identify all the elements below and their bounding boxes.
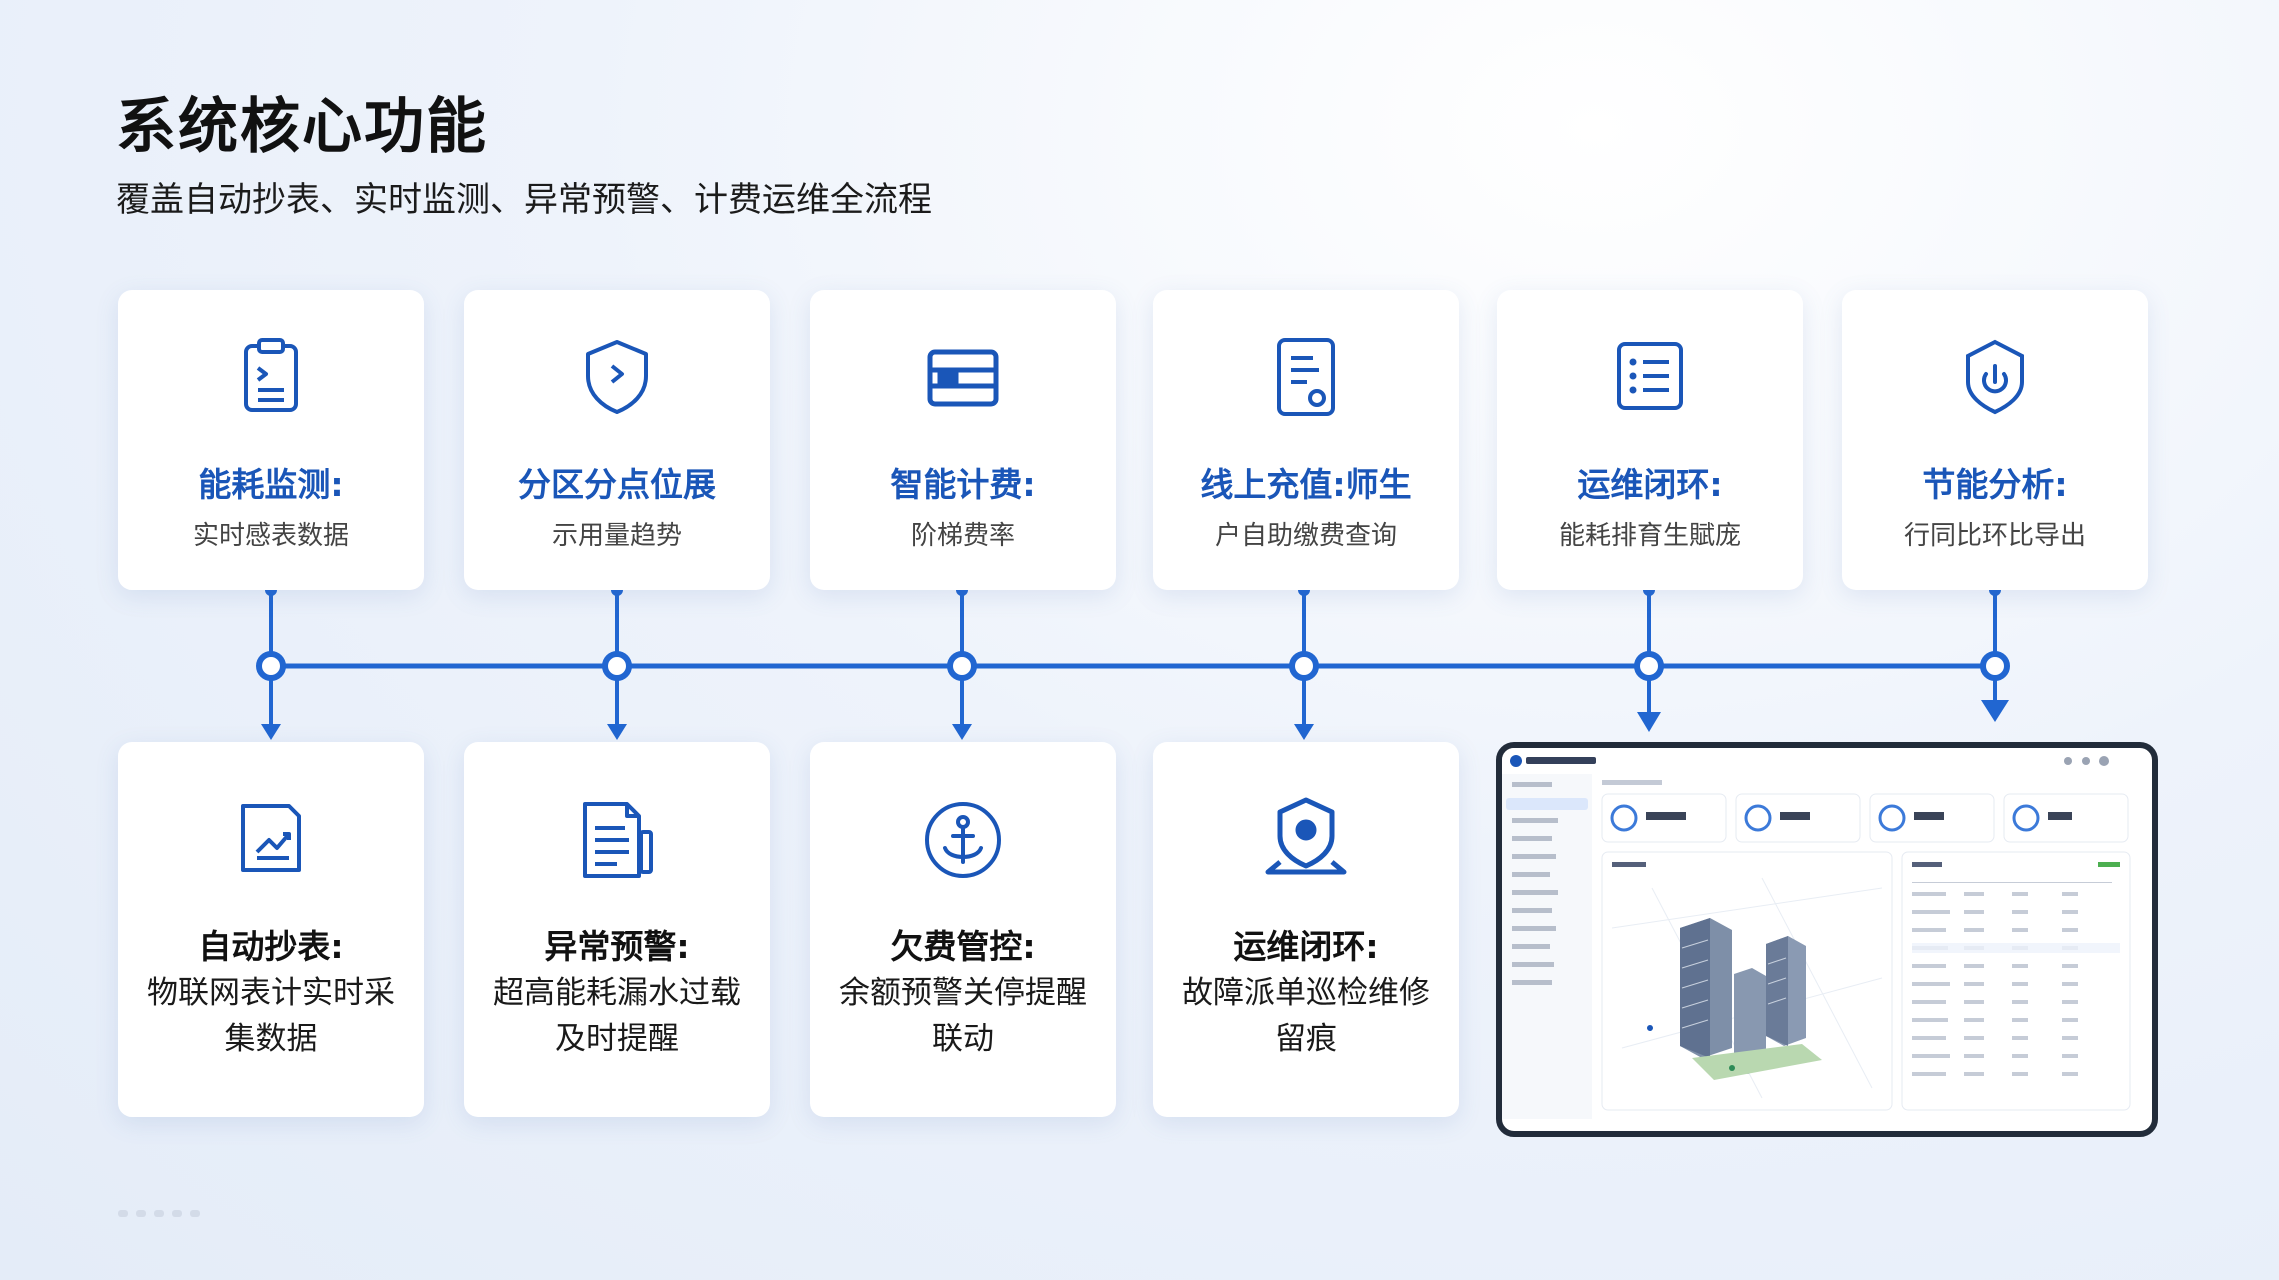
card-desc: 实时感表数据 (192, 521, 349, 551)
feature-card-ops-loop-top[interactable]: 运维闭环: 能耗排育生賦庞 (1497, 290, 1803, 590)
card-title: 运维闭环: (1233, 927, 1379, 966)
feature-card-zone-display[interactable]: 分区分点位展 示用量趋势 (464, 290, 770, 590)
card-desc: 超高能耗漏水过载及时提醒 (493, 975, 741, 1057)
feature-card-energy-monitoring[interactable]: 能耗监测: 实时感表数据 (118, 290, 424, 590)
anchor-icon (925, 802, 1001, 878)
feature-card-arrears-control[interactable]: 欠费管控: 余额预警关停提醒联动 (810, 742, 1116, 1117)
location-pin-icon (1265, 797, 1347, 875)
card-title: 分区分点位展 (518, 465, 716, 504)
feature-card-smart-billing[interactable]: 智能计费: 阶梯费率 (810, 290, 1116, 590)
card-desc: 能耗排育生賦庞 (1558, 521, 1741, 551)
card-title: 线上充值:师生 (1200, 465, 1412, 504)
card-title: 智能计费: (890, 465, 1036, 504)
card-desc: 行同比环比导出 (1903, 521, 2086, 551)
feature-card-ops-loop[interactable]: 运维闭环: 故障派单巡检维修留痕 (1153, 742, 1459, 1117)
card-title: 欠费管控: (890, 927, 1036, 966)
card-desc: 阶梯费率 (910, 521, 1015, 551)
chart-doc-icon (241, 804, 301, 872)
shield-icon (586, 340, 648, 414)
dashboard-preview (1496, 742, 2158, 1137)
card-desc: 故障派单巡检维修留痕 (1182, 975, 1430, 1057)
card-title: 节能分析: (1922, 465, 2068, 504)
page-subtitle: 覆盖自动抄表、实时监测、异常预警、计费运维全流程 (116, 180, 932, 220)
power-shield-icon (1966, 339, 2024, 415)
card-title: 运维闭环: (1577, 465, 1723, 504)
page-title: 系统核心功能 (116, 92, 488, 162)
card-desc: 示用量趋势 (551, 521, 682, 551)
card-title: 自动抄表: (198, 927, 344, 966)
dashboard-screenshot-image (1502, 748, 2140, 1119)
card-desc: 物联网表计实时采集数据 (147, 975, 395, 1057)
feature-card-energy-analysis[interactable]: 节能分析: 行同比环比导出 (1842, 290, 2148, 590)
feature-card-anomaly-alert[interactable]: 异常预警: 超高能耗漏水过载及时提醒 (464, 742, 770, 1117)
document-icon (1277, 338, 1335, 416)
card-desc: 户自助缴费查询 (1214, 521, 1397, 551)
card-title: 能耗监测: (198, 465, 344, 504)
report-icon (583, 802, 653, 878)
list-icon (1617, 342, 1683, 410)
clipboard-icon (244, 338, 298, 412)
card-title: 异常预警: (544, 927, 690, 966)
billing-icon (927, 349, 999, 407)
page-indicator (118, 1202, 208, 1221)
card-desc: 余额预警关停提醒联动 (839, 975, 1087, 1057)
feature-card-online-recharge[interactable]: 线上充值:师生 户自助缴费查询 (1153, 290, 1459, 590)
feature-card-auto-reading[interactable]: 自动抄表: 物联网表计实时采集数据 (118, 742, 424, 1117)
